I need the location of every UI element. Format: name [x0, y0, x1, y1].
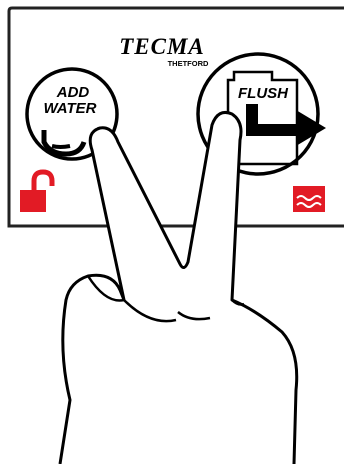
brand-subname: THETFORD: [168, 59, 209, 68]
flush-label: FLUSH: [238, 85, 289, 102]
water-level-icon: [293, 186, 325, 212]
add-water-label-line2: WATER: [43, 100, 96, 117]
brand-name: TECMA: [119, 34, 205, 59]
brand-logo: TECMA THETFORD: [119, 34, 209, 68]
open-padlock-icon: [20, 172, 52, 212]
add-water-label-line1: ADD: [56, 84, 90, 101]
